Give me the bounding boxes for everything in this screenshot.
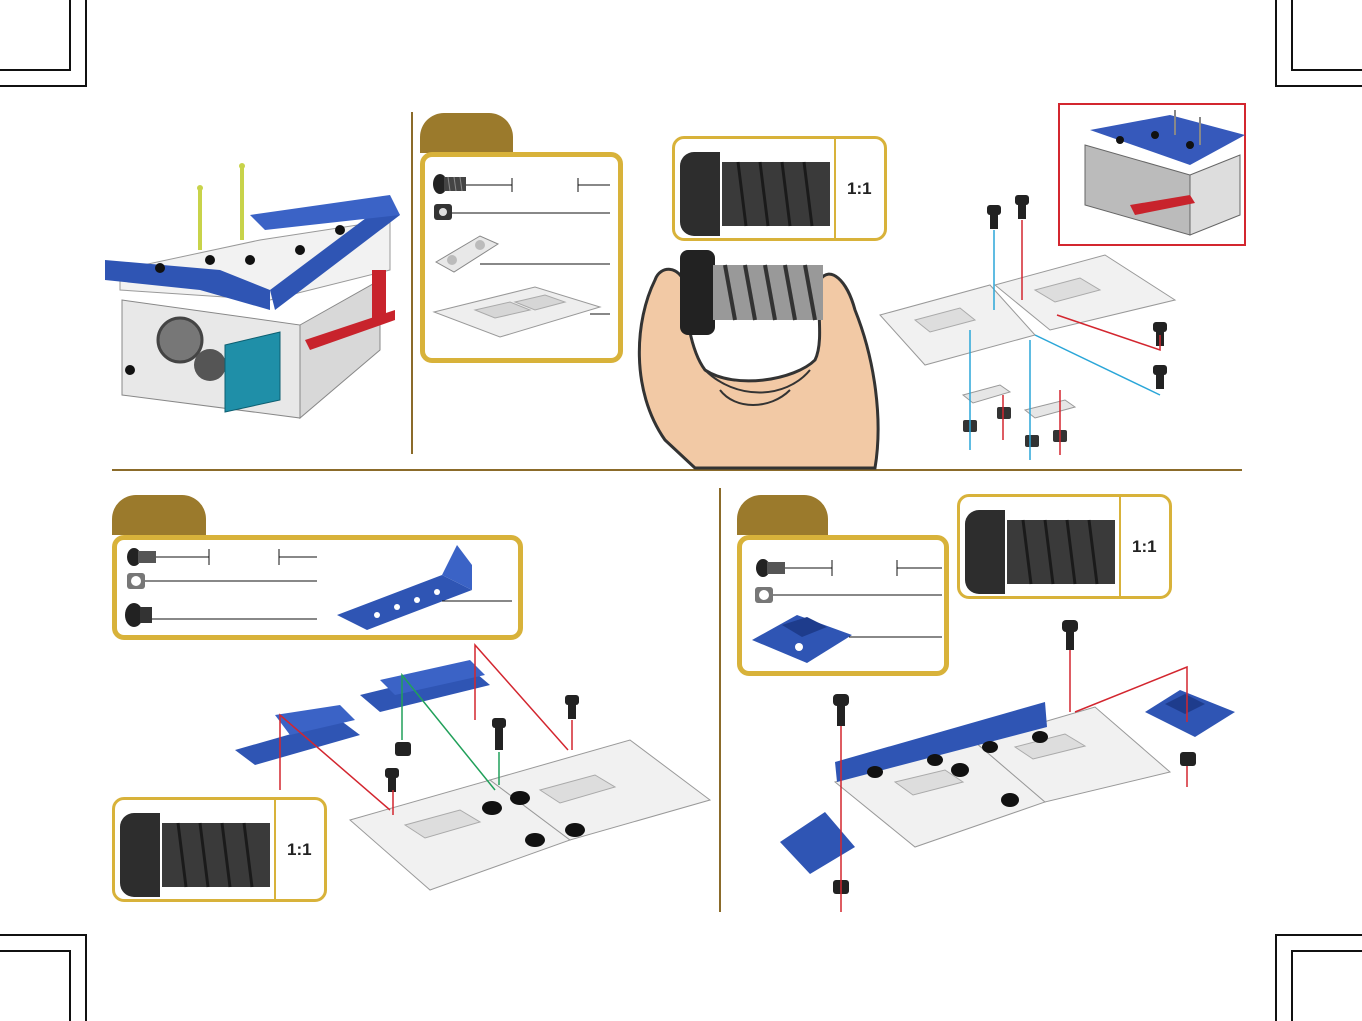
- bolt-scale-icon: [680, 144, 840, 241]
- step-tab-a: [420, 113, 513, 153]
- grid-plate-icon: [880, 255, 1175, 365]
- angle-bracket-icon: [337, 545, 472, 630]
- screw-icon: [127, 548, 156, 566]
- step-a-assembly-illustration: [875, 190, 1195, 460]
- step-b-assembly-illustration: [230, 640, 720, 910]
- screw-icon: [756, 559, 785, 577]
- crop-mark-top-right: [1272, 0, 1362, 90]
- screw-icon: [433, 174, 466, 194]
- hand-icon: [625, 240, 885, 470]
- grid-plate-icon: [350, 740, 710, 890]
- scale-box-bottom-right: 1:1: [957, 494, 1172, 599]
- crop-mark-top-left: [0, 0, 90, 90]
- step-c-assembly-illustration: [775, 612, 1245, 912]
- link-plate-icon: [436, 236, 498, 272]
- scale-box-top: 1:1: [672, 136, 887, 241]
- completed-model-illustration: [100, 160, 400, 420]
- grid-plate-icon: [434, 287, 600, 337]
- lock-nut-icon: [127, 573, 145, 589]
- parts-box-a: [420, 152, 623, 363]
- divider-top: [411, 112, 413, 454]
- scale-label-bottom-right: 1:1: [1132, 537, 1157, 557]
- step-tab-b: [112, 495, 206, 535]
- rivet-icon: [125, 603, 152, 627]
- lock-nut-icon: [755, 587, 773, 603]
- step-tab-c: [737, 495, 828, 535]
- crop-mark-bottom-left: [0, 931, 90, 1021]
- parts-list-b: [112, 535, 523, 640]
- parts-box-b: [112, 535, 523, 640]
- square-nut-icon: [434, 204, 452, 220]
- bolt-scale-icon: [965, 502, 1125, 599]
- parts-list-a: [420, 152, 623, 363]
- scale-label-top: 1:1: [847, 179, 872, 199]
- angle-bracket-icon: [235, 660, 490, 765]
- crop-mark-bottom-right: [1272, 931, 1362, 1021]
